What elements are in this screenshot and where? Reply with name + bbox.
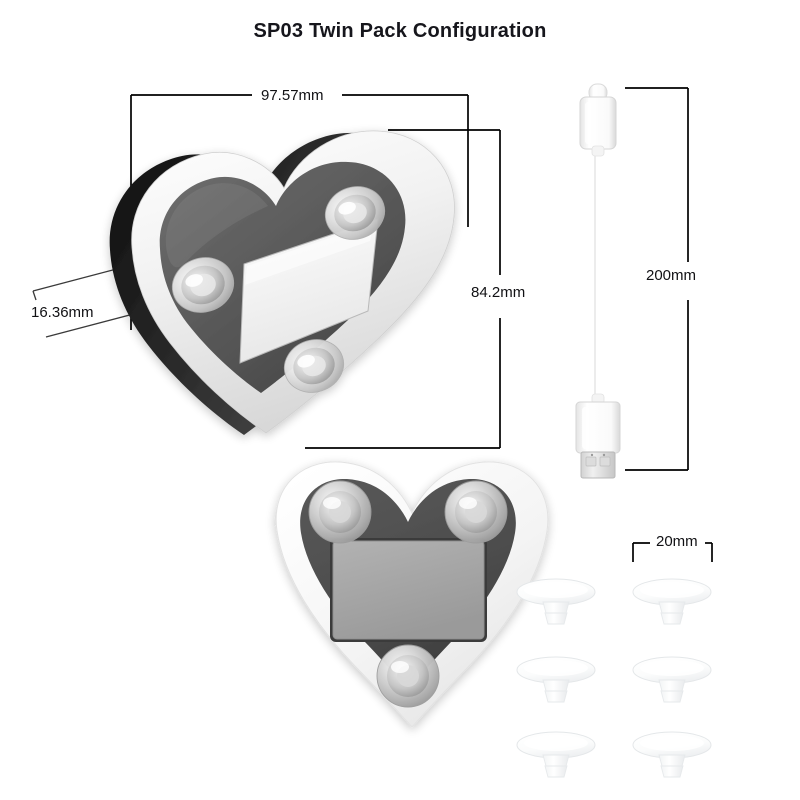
- dimension-lines-cup: [632, 542, 713, 562]
- suction-cup-item: [632, 578, 712, 625]
- device-front-suction-cup-upper-left: [308, 480, 372, 544]
- thickness-leader-lower: [45, 311, 142, 338]
- thickness-tick-upper: [32, 290, 37, 301]
- device-perspective-plate: [239, 218, 379, 364]
- dimension-label-cable-length: 200mm: [641, 266, 702, 285]
- usb-cable: [575, 83, 621, 479]
- device-front: [274, 461, 549, 728]
- thickness-leader-upper: [32, 265, 129, 292]
- usb-a-connector: [575, 393, 621, 479]
- suction-cup-item: [632, 656, 712, 703]
- device-perspective-body-highlight: [165, 183, 268, 268]
- device-perspective-suction-cup-left: [171, 257, 235, 313]
- device-front-plate: [330, 538, 487, 642]
- dimension-label-width: 97.57mm: [255, 88, 330, 103]
- usb-c-connector: [579, 83, 617, 157]
- device-perspective-suction-cup-top: [324, 186, 386, 240]
- dimension-label-height: 84.2mm: [467, 283, 530, 302]
- suction-cup-set: [516, 578, 712, 778]
- device-front-suction-cup-upper-right: [444, 480, 508, 544]
- device-perspective-suction-cup-bottom: [283, 339, 345, 393]
- device-perspective: [109, 130, 455, 435]
- suction-cup-item: [632, 731, 712, 778]
- page-title: SP03 Twin Pack Configuration: [253, 20, 547, 42]
- dimension-lines-cable: [625, 87, 689, 471]
- suction-cup-item: [516, 656, 596, 703]
- dimension-label-thickness: 16.36mm: [28, 305, 97, 320]
- dimension-label-cup-width: 20mm: [652, 534, 702, 549]
- suction-cup-item: [516, 578, 596, 625]
- suction-cup-item: [516, 731, 596, 778]
- device-front-suction-cup-bottom: [376, 644, 440, 708]
